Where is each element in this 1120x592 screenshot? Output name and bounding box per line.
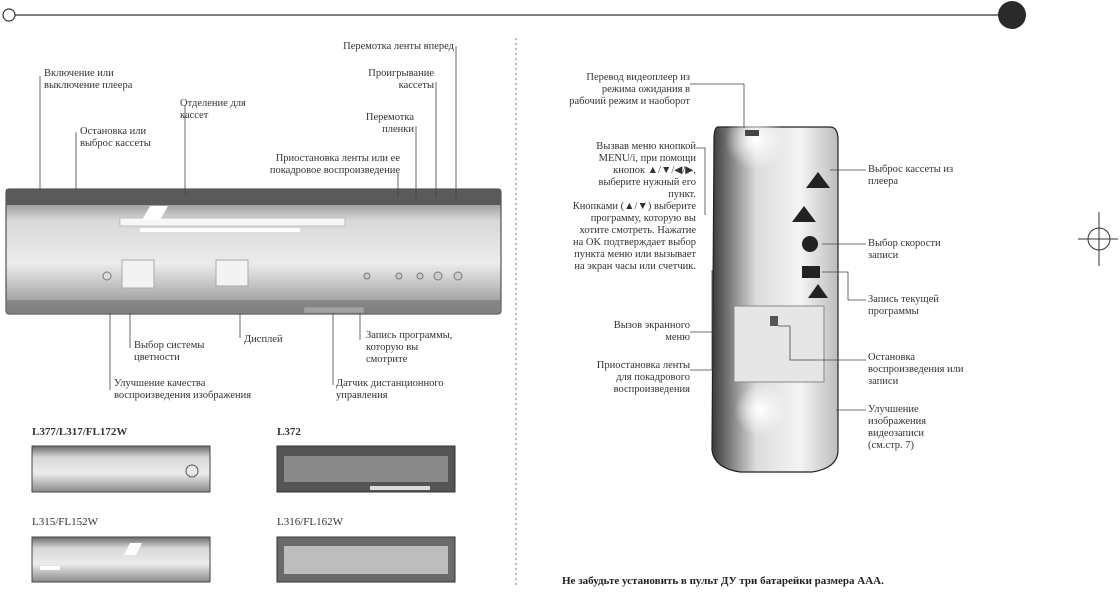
callout-osd-menu: Вызов экранного меню bbox=[613, 320, 690, 343]
crosshair-icon bbox=[1078, 212, 1118, 266]
callout-pause-frame: Приостановка ленты для покадрового воспр… bbox=[596, 360, 690, 395]
callout-record-current: Запись текущей программы bbox=[868, 294, 939, 317]
callout-stop-eject: Остановка или выброс кассеты bbox=[80, 126, 151, 149]
header-filled-circle bbox=[998, 1, 1026, 29]
header-open-circle bbox=[2, 8, 16, 22]
callout-stop: Остановка воспроизведения или записи bbox=[868, 352, 964, 387]
model-thumb-4 bbox=[276, 536, 456, 583]
model-thumb-2 bbox=[276, 445, 456, 493]
callout-fast-forward: Перемотка ленты вперед bbox=[343, 41, 454, 52]
callout-display: Дисплей bbox=[244, 334, 283, 345]
model-thumb-1 bbox=[31, 445, 211, 493]
left-leader-lines bbox=[39, 46, 457, 390]
callout-menu-help: Вызвав меню кнопкой MENU/i, при помощи к… bbox=[572, 141, 696, 272]
model-label-4: L316/FL162W bbox=[277, 516, 343, 528]
callout-color-system: Выбор системы цветности bbox=[134, 340, 205, 363]
callout-picture-quality: Улучшение качества воспроизведения изобр… bbox=[114, 378, 252, 401]
model-thumb-3 bbox=[31, 536, 211, 583]
callout-eject: Выброс кассеты из плеера bbox=[868, 164, 954, 187]
callout-rec-speed: Выбор скорости записи bbox=[868, 238, 941, 261]
callout-ir-sensor: Датчик дистанционного управления bbox=[336, 378, 444, 401]
callout-rewind: Перемотка пленки bbox=[365, 112, 414, 135]
callout-play: Проигрывание кассеты bbox=[368, 68, 434, 91]
model-label-2: L372 bbox=[277, 426, 301, 438]
callout-standby: Перевод видеоплеер из режима ожидания в … bbox=[569, 72, 690, 107]
callout-record: Запись программы, которую вы смотрите bbox=[366, 330, 453, 365]
remote-control bbox=[711, 110, 839, 473]
model-label-3: L315/FL152W bbox=[32, 516, 98, 528]
callout-cassette-slot: Отделение для кассет bbox=[180, 98, 246, 121]
callout-image-enhance: Улучшение изображения видеозаписи (см.ст… bbox=[868, 404, 927, 451]
vcr-front-panel bbox=[5, 188, 502, 315]
model-label-1: L377/L317/FL172W bbox=[32, 426, 128, 438]
callout-power: Включение или выключение плеера bbox=[44, 68, 133, 91]
callout-pause-still: Приостановка ленты или ее покадровое вос… bbox=[269, 153, 400, 176]
right-leader-lines bbox=[690, 83, 866, 411]
battery-note: Не забудьте установить в пульт ДУ три ба… bbox=[562, 575, 884, 587]
